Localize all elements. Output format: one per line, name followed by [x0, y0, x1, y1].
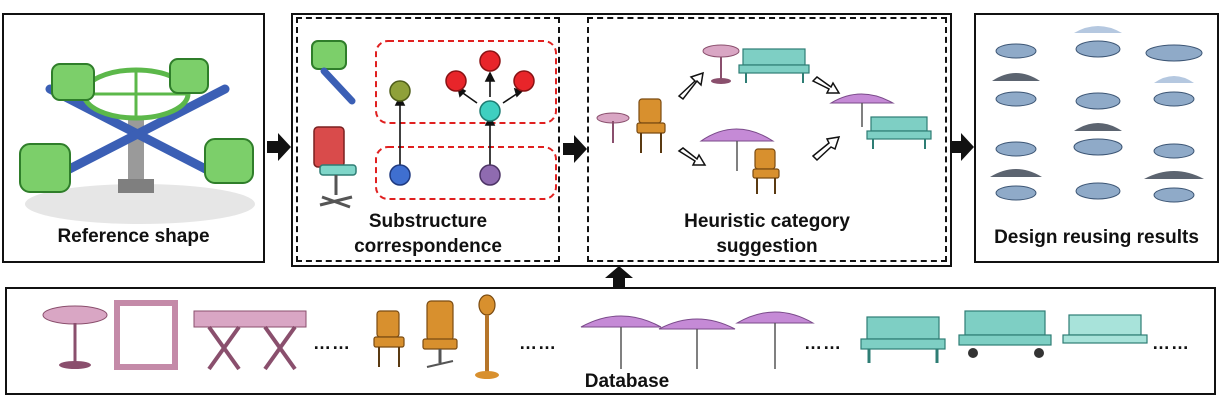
arrow-right-icon: [563, 135, 587, 163]
results-grid-illustration: [990, 26, 1204, 203]
substructure-label: Substructure correspondence: [354, 211, 502, 257]
results-panel: Design reusing results: [974, 13, 1219, 263]
merry-go-round-illustration: [19, 58, 255, 224]
category-suggestion-illustration: [596, 44, 932, 194]
swing-seat-illustration: [311, 40, 356, 105]
correspondence-graph: [375, 40, 557, 200]
database-objects-illustration: [42, 294, 1148, 379]
reference-shape-panel: Reference shape: [2, 13, 265, 263]
arrow-right-icon: [267, 133, 291, 161]
arrow-right-icon: [950, 133, 974, 161]
database-label: Database: [584, 371, 670, 392]
ellipsis-2: ……: [519, 333, 557, 353]
heuristic-label: Heuristic category suggestion: [684, 211, 850, 257]
ellipsis-3: ……: [804, 333, 842, 353]
office-chair-illustration: [313, 126, 357, 209]
results-label: Design reusing results: [994, 227, 1199, 248]
substructure-panel: Substructure correspondence: [296, 17, 560, 262]
arrow-up-icon: [605, 266, 633, 288]
heuristic-panel: Heuristic category suggestion: [587, 17, 947, 262]
database-panel: …… …… …… …… Database: [5, 287, 1216, 395]
framework-box: [291, 13, 952, 267]
ellipsis-1: ……: [313, 333, 351, 353]
ellipsis-4: ……: [1152, 333, 1190, 353]
reference-shape-label: Reference shape: [57, 226, 210, 247]
